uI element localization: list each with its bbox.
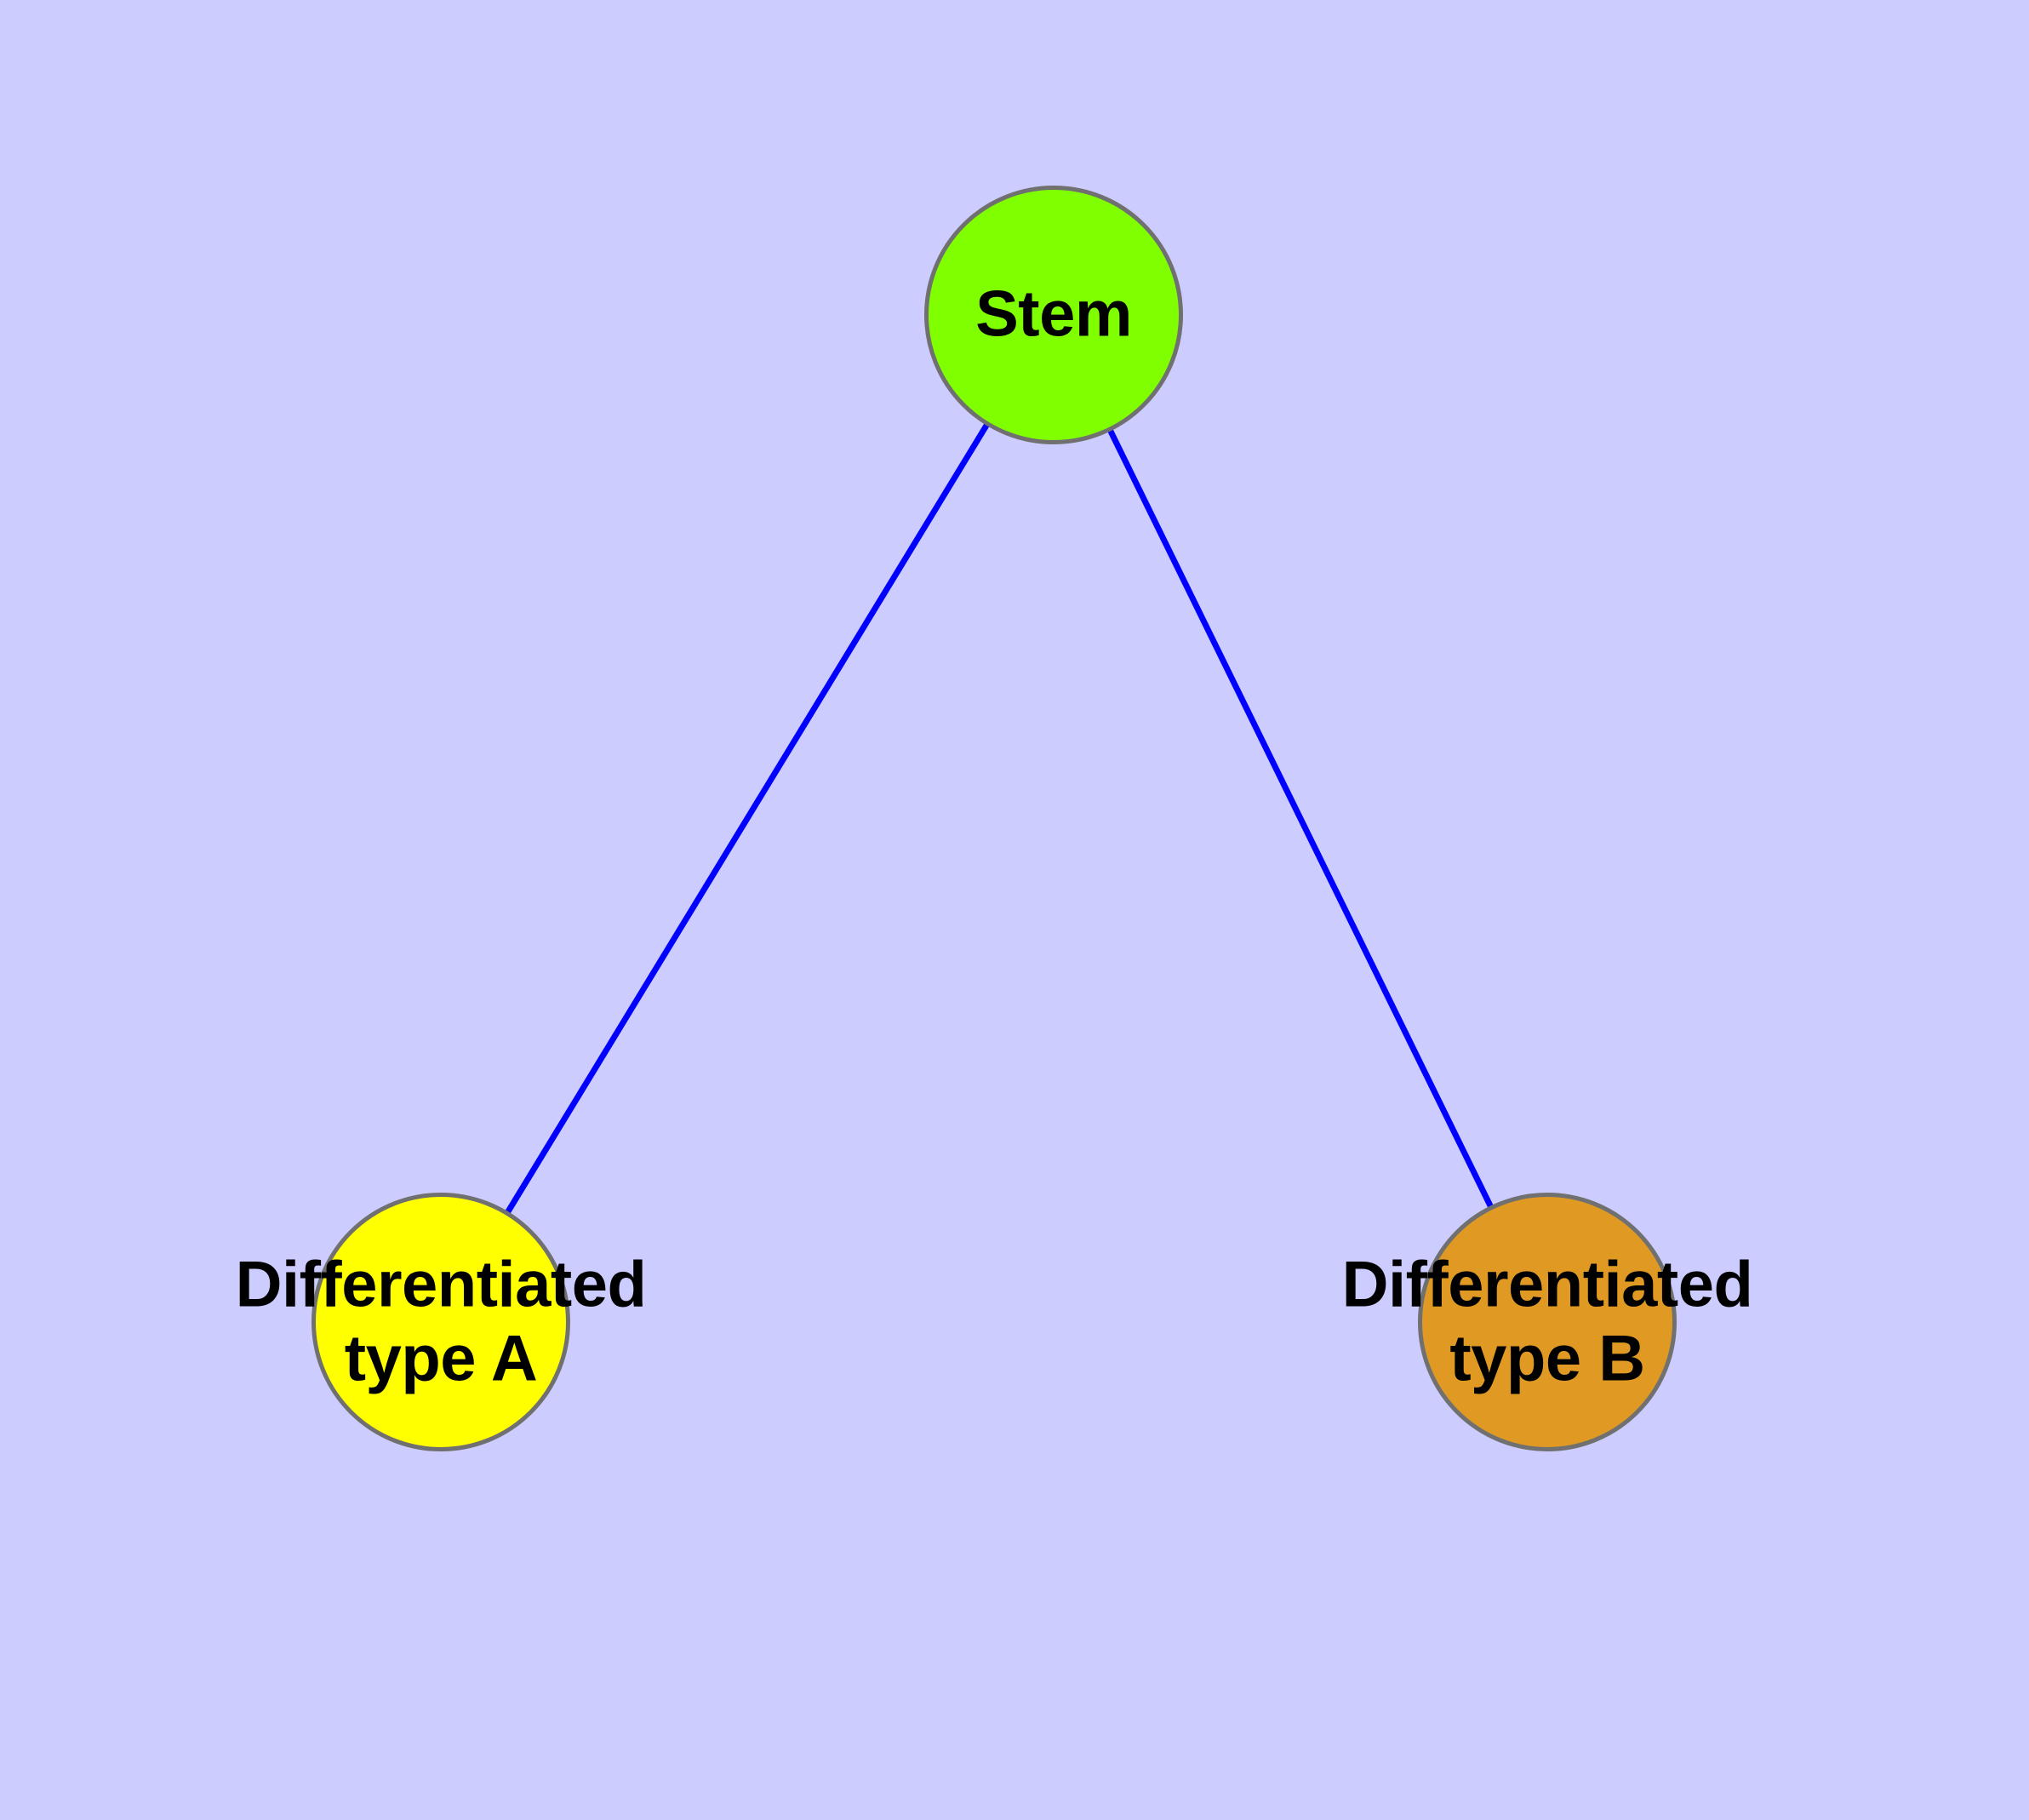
- graph-edge[interactable]: [438, 313, 1056, 1324]
- node-circle-stem: [924, 186, 1183, 444]
- graph-node-stem[interactable]: Stem: [924, 186, 1183, 444]
- node-circle-diff-a: [311, 1193, 570, 1451]
- node-circle-diff-b: [1418, 1193, 1677, 1451]
- graph-node-diff-b[interactable]: Differentiated type B: [1342, 1193, 1753, 1451]
- graph-node-diff-a[interactable]: Differentiated type A: [236, 1193, 647, 1451]
- graph-edge[interactable]: [1050, 313, 1551, 1324]
